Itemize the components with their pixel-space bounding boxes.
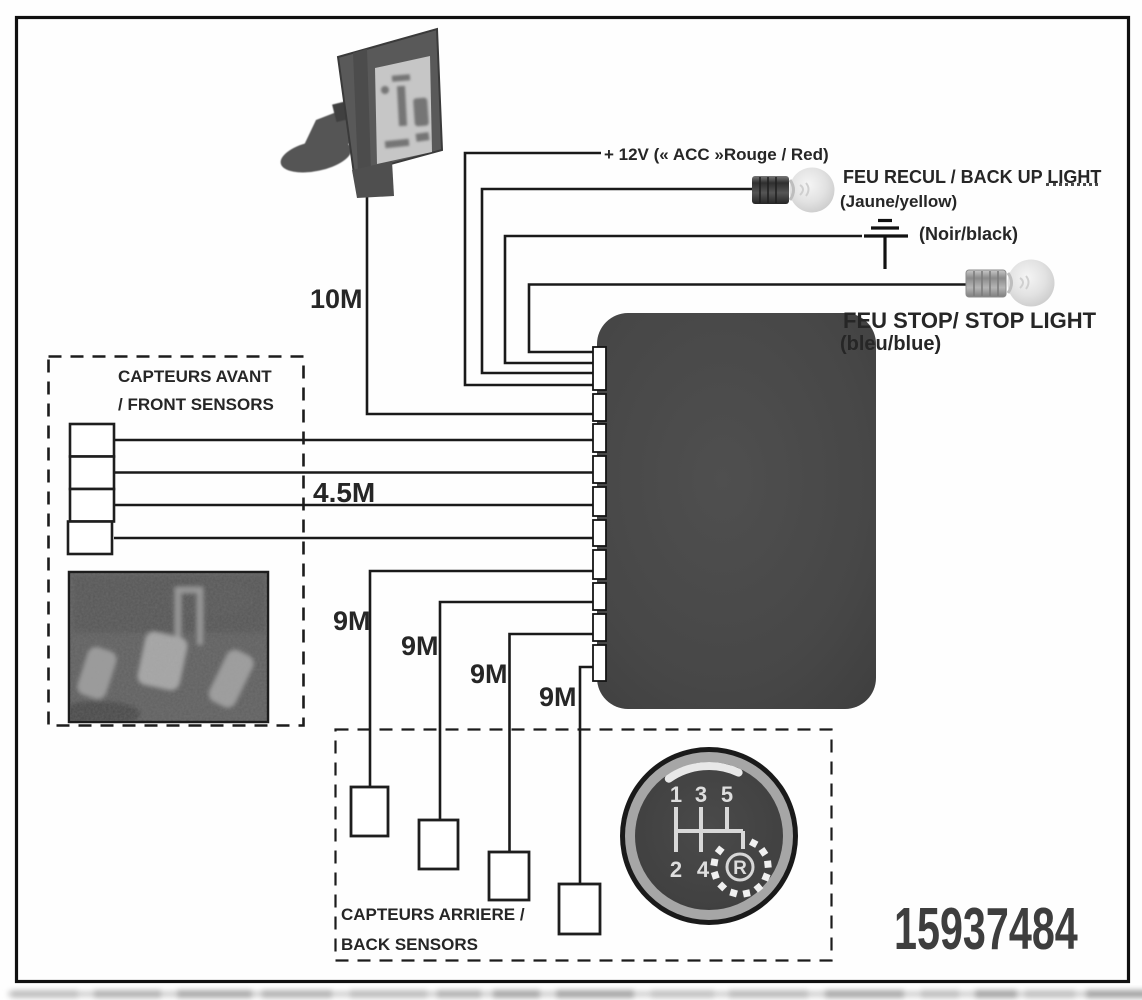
svg-text:3: 3	[695, 782, 707, 807]
svg-text:2: 2	[670, 857, 682, 882]
svg-text:4: 4	[697, 857, 710, 882]
svg-text:5: 5	[721, 782, 733, 807]
svg-text:1: 1	[670, 782, 682, 807]
svg-text:R: R	[733, 858, 747, 879]
